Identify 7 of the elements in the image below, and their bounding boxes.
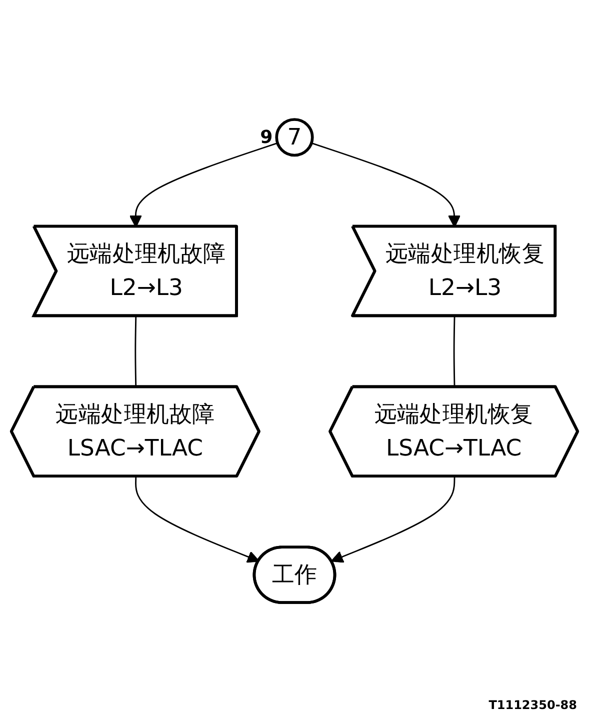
- connector: [453, 316, 456, 388]
- node-circle: 7: [275, 118, 314, 157]
- connector-number: 9: [260, 126, 273, 148]
- connector: [134, 316, 137, 388]
- arrow: [135, 476, 260, 563]
- arrow: [330, 476, 456, 563]
- figure-code: T1112350-88: [488, 698, 577, 712]
